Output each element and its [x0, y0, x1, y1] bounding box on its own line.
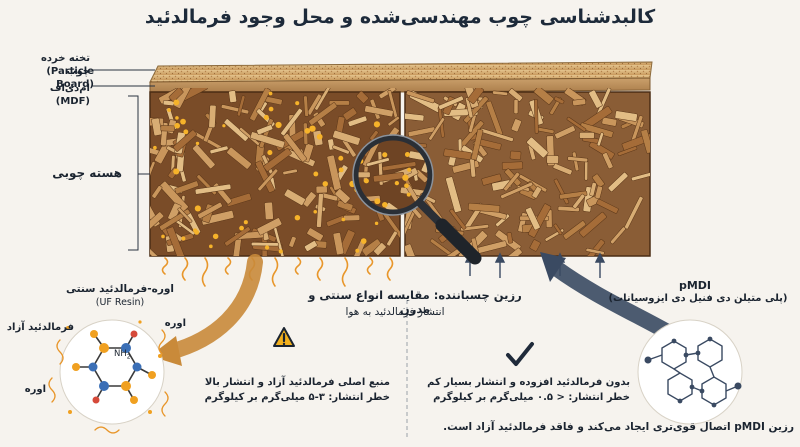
pmdi-subtitle: (پلی متیلن دی فنیل دی ایزوسیانات) [608, 293, 788, 304]
uf-title-en: (UF Resin) [95, 297, 145, 308]
uf-curved-arrow [162, 254, 263, 360]
particle-board-en-label: (Particle Board) [46, 66, 94, 90]
core-label: هسته چوبی [52, 166, 122, 180]
uf-title: اوره-فرمالدئید سنتی [65, 283, 175, 295]
pmdi-check-line1: بدون فرمالدئید افزوده و انتشار بسیار کم [427, 377, 630, 388]
pmdi-title: pMDI [678, 279, 712, 292]
urea-bottom-label: اوره [24, 384, 46, 395]
pmdi-molecule [637, 319, 743, 425]
pmdi-arrow-head [540, 252, 566, 282]
uf-warning-line1: منبع اصلی فرمالدئید آزاد و انتشار بالا [204, 377, 390, 388]
urea-top-label: اوره [164, 318, 186, 329]
page-title: کالبدشناسی چوب مهندسی‌شده و محل وجود فرم… [144, 6, 656, 28]
pmdi-footer: رزین pMDI اتصال قوی‌تری ایجاد می‌کند و ف… [443, 421, 794, 433]
wood-core-left [149, 88, 401, 257]
free-formaldehyde-label: فرمالدئید آزاد [6, 322, 74, 333]
uf-warning-line2: خطر انتشار: ۳-۵ میلی‌گرم بر کیلوگرم [204, 392, 390, 403]
formaldehyde-emission-wisps [161, 257, 394, 287]
uf-molecule [48, 319, 169, 434]
pmdi-check-line2: خطر انتشار: < ۰.۵ میلی‌گرم بر کیلوگرم [433, 392, 630, 403]
particle-board-layer [149, 61, 653, 95]
mdf-label: ام‌دی‌اف (MDF) [49, 83, 90, 107]
comparison-heading: رزین چسباننده: مقایسه انواع سنتی و مدرن [308, 288, 522, 317]
particle-board-label: تخته خرده چوب [40, 53, 90, 77]
wood-core-right [404, 88, 651, 257]
pmdi-small-arrows [464, 252, 606, 278]
warning-triangle-icon [273, 327, 295, 347]
nh2-label: NH2 [114, 349, 131, 361]
checkmark-icon [506, 342, 534, 366]
comparison-subheading: انتشار فرمالدئید به هوا [345, 306, 445, 318]
